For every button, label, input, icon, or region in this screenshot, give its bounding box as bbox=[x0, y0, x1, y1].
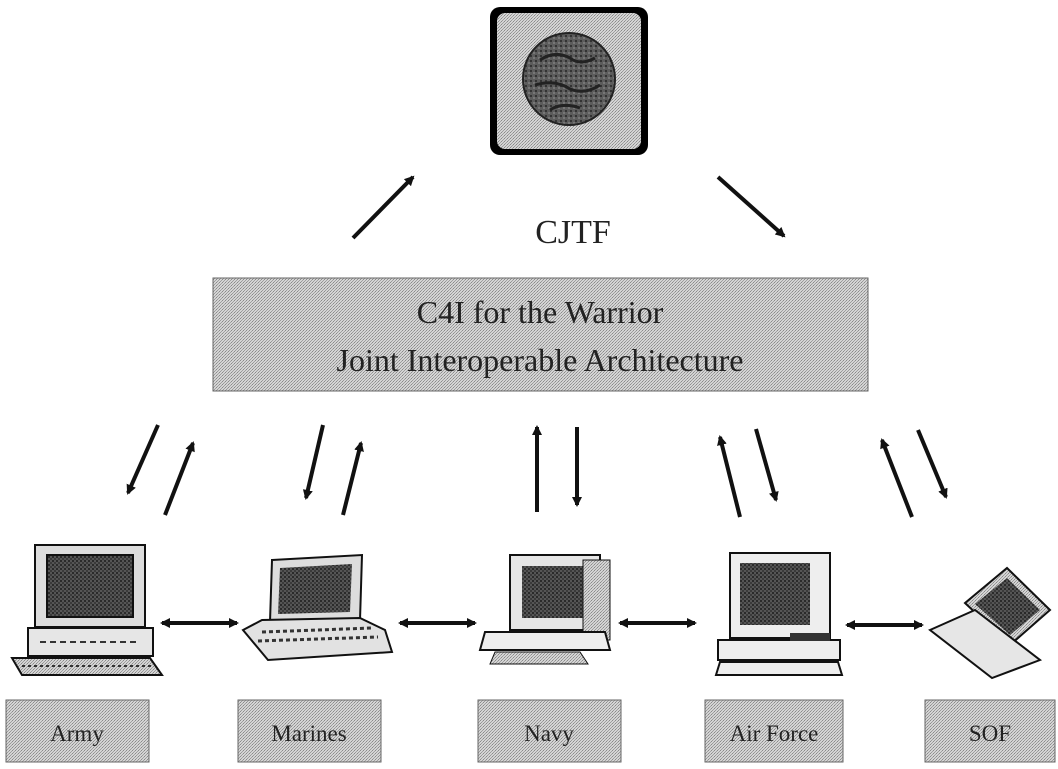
service-label-text: SOF bbox=[969, 721, 1011, 746]
arrow-down bbox=[126, 424, 160, 495]
arrow-up-to-cjtf bbox=[351, 175, 415, 240]
cjtf-label: CJTF bbox=[535, 214, 611, 251]
service-label-text: Marines bbox=[271, 721, 346, 746]
hq-arrows bbox=[351, 175, 786, 240]
service-label-sof: SOF bbox=[924, 699, 1056, 763]
service-label-army: Army bbox=[5, 699, 150, 763]
service-label-marines: Marines bbox=[237, 699, 382, 763]
globe-icon bbox=[522, 32, 616, 126]
desktop-computer-icon bbox=[714, 552, 844, 676]
arrow-down bbox=[754, 428, 779, 502]
arrow-up bbox=[163, 441, 195, 516]
laptop-computer-icon bbox=[241, 553, 394, 662]
service-label-text: Army bbox=[50, 721, 104, 746]
arrow-up bbox=[717, 435, 742, 518]
arrow-up bbox=[341, 441, 364, 516]
arrow-down bbox=[302, 424, 325, 500]
architecture-box: C4I for the Warrior Joint Interoperable … bbox=[212, 277, 869, 392]
service-label-air-force: Air Force bbox=[704, 699, 844, 763]
service-arrows bbox=[126, 424, 948, 518]
arrow-up bbox=[880, 438, 914, 518]
cjtf-node bbox=[490, 7, 648, 155]
service-label-text: Air Force bbox=[730, 721, 819, 746]
laptop-computer-icon bbox=[928, 566, 1052, 680]
arrow-down-from-cjtf bbox=[716, 175, 786, 238]
architecture-title-line1: C4I for the Warrior bbox=[417, 294, 664, 330]
arrow-down bbox=[916, 429, 948, 499]
desktop-computer-icon bbox=[10, 544, 164, 676]
architecture-title-line2: Joint Interoperable Architecture bbox=[337, 342, 744, 378]
service-label-navy: Navy bbox=[477, 699, 622, 763]
workstation-computer-icon bbox=[478, 554, 612, 665]
peer-arrows bbox=[160, 618, 924, 630]
service-label-text: Navy bbox=[524, 721, 574, 746]
